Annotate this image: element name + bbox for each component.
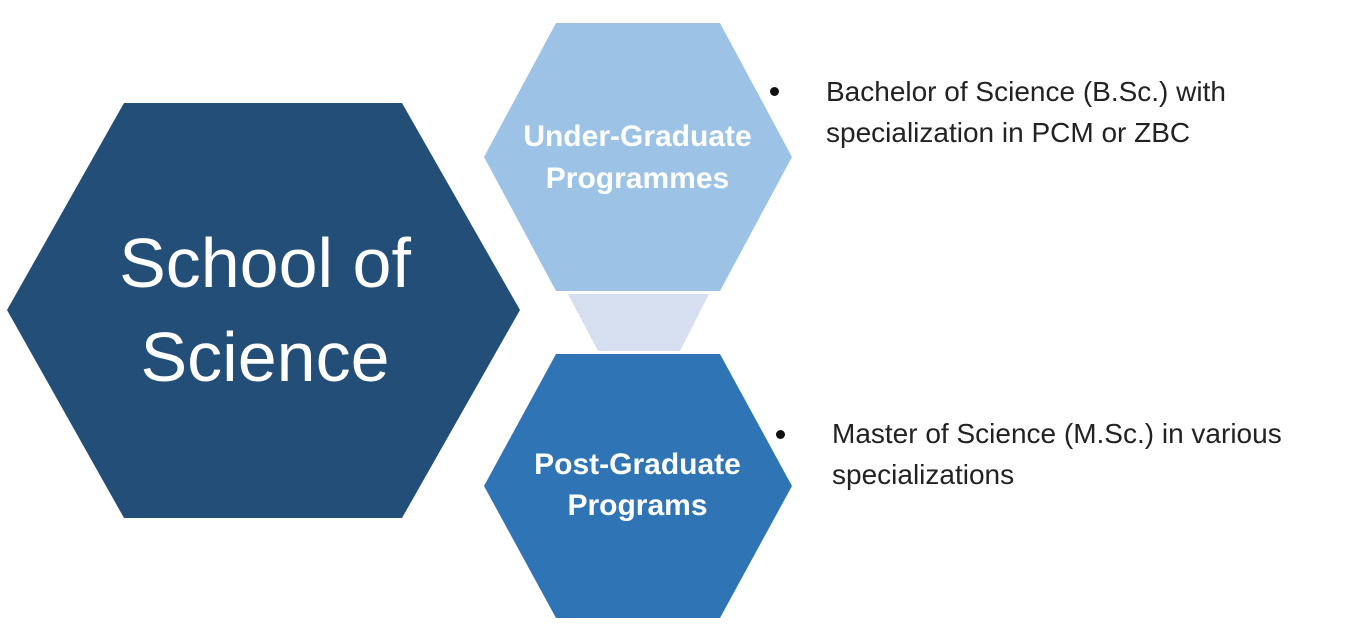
undergraduate-hexagon [484, 23, 792, 291]
main-title: School of Science [119, 223, 411, 397]
main-hexagon [7, 103, 520, 518]
undergraduate-label: Under-Graduate Programmes [523, 120, 752, 195]
postgraduate-bullet [776, 430, 785, 439]
undergraduate-bullet [770, 87, 779, 96]
postgraduate-label: Post-Graduate Programs [534, 447, 741, 522]
connector-trapezoid [568, 294, 709, 351]
undergraduate-description: Bachelor of Science (B.Sc.) with special… [826, 76, 1226, 149]
postgraduate-hexagon [484, 354, 792, 618]
postgraduate-description: Master of Science (M.Sc.) in various spe… [832, 418, 1282, 491]
